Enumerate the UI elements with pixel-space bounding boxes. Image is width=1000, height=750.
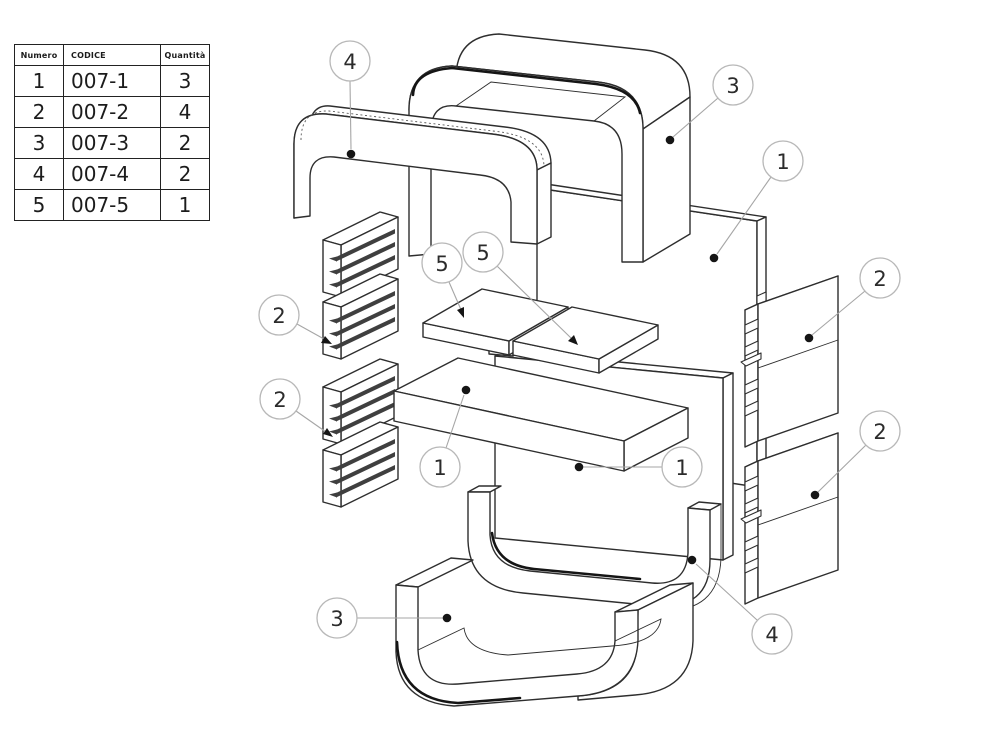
balloon-label: 3 (726, 74, 739, 98)
callout-balloon-1-slab: 1 (419, 446, 461, 488)
table-row: 3 007-3 2 (14, 127, 210, 159)
part-inner-u-bracket (467, 485, 722, 611)
part-notched-block-upper (740, 275, 839, 448)
balloon-label: 2 (873, 420, 886, 444)
part-front-arch-plate (293, 105, 552, 245)
cell-numero: 4 (14, 158, 64, 190)
balloon-label: 5 (435, 252, 448, 276)
balloon-label: 2 (873, 267, 886, 291)
callout-balloon-5-left: 5 (421, 242, 463, 284)
cell-quantita: 2 (160, 127, 210, 159)
table-row: 5 007-5 1 (14, 189, 210, 221)
leader-arrow (457, 307, 464, 318)
column-header-codice: CODICE (63, 44, 161, 66)
part-grille-plate-right (512, 306, 659, 374)
leader-dot (810, 490, 820, 500)
leader-arrow (323, 428, 333, 437)
parts-table-header-row: Numero CODICE Quantità (14, 44, 210, 66)
leader-dot (461, 385, 471, 395)
part-base-slab (393, 357, 689, 472)
balloon-label: 2 (273, 388, 286, 412)
cell-codice: 007-1 (63, 65, 161, 97)
balloon-label: 1 (675, 456, 688, 480)
part-bottom-u-channel (395, 557, 694, 707)
balloon-label: 2 (272, 304, 285, 328)
callout-balloon-2-right-upper: 2 (859, 257, 901, 299)
callout-balloon-4-top: 4 (329, 40, 371, 82)
cell-numero: 1 (14, 65, 64, 97)
cell-codice: 007-4 (63, 158, 161, 190)
callout-leaders (295, 80, 867, 623)
leader-dot (574, 462, 584, 472)
leader-dot (687, 555, 697, 565)
callout-balloon-4-bottom: 4 (751, 613, 793, 655)
callout-balloon-5-right: 5 (462, 231, 504, 273)
leader-arrow (321, 336, 332, 344)
cell-quantita: 2 (160, 158, 210, 190)
cell-codice: 007-5 (63, 189, 161, 221)
table-row: 1 007-1 3 (14, 65, 210, 97)
column-header-numero: Numero (14, 44, 64, 66)
cell-codice: 007-3 (63, 127, 161, 159)
part-notched-block-lower (740, 432, 839, 605)
cell-quantita: 4 (160, 96, 210, 128)
leader-dot (804, 333, 814, 343)
callout-balloon-2-left-upper: 2 (258, 294, 300, 336)
cell-numero: 2 (14, 96, 64, 128)
leader-dot (709, 253, 719, 263)
table-row: 4 007-4 2 (14, 158, 210, 190)
cell-quantita: 1 (160, 189, 210, 221)
callout-balloon-3-bottom: 3 (316, 597, 358, 639)
leader-dot (665, 135, 675, 145)
balloon-label: 1 (776, 150, 789, 174)
callout-balloon-1-panel: 1 (762, 140, 804, 182)
leader-arrow (568, 335, 578, 345)
balloon-label: 1 (433, 456, 446, 480)
column-header-quantita: Quantità (160, 44, 210, 66)
part-finned-stack-upper (322, 211, 399, 360)
cell-codice: 007-2 (63, 96, 161, 128)
balloon-label: 4 (343, 50, 356, 74)
leader-dot (442, 613, 452, 623)
cell-quantita: 3 (160, 65, 210, 97)
table-row: 2 007-2 4 (14, 96, 210, 128)
leader-dot (346, 149, 356, 159)
part-finned-stack-lower (322, 358, 399, 508)
balloon-label: 5 (476, 241, 489, 265)
callout-balloon-2-right-lower: 2 (859, 410, 901, 452)
part-top-cover-channel (408, 33, 691, 263)
cell-numero: 5 (14, 189, 64, 221)
cell-numero: 3 (14, 127, 64, 159)
balloon-label: 3 (330, 607, 343, 631)
balloon-label: 4 (765, 623, 778, 647)
parts-table: Numero CODICE Quantità 1 007-1 3 2 007-2… (14, 44, 210, 221)
callout-balloon-2-left-lower: 2 (259, 378, 301, 420)
callout-balloon-1-mid: 1 (661, 446, 703, 488)
callout-balloon-3-top: 3 (712, 64, 754, 106)
